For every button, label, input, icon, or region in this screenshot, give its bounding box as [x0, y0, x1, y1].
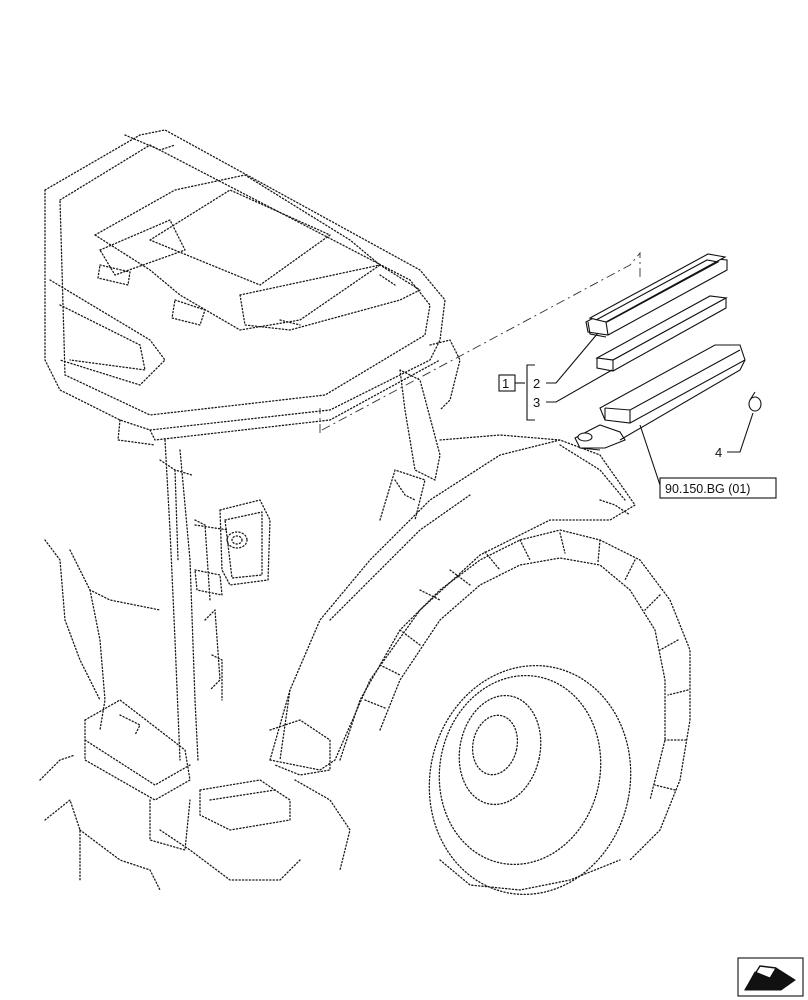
reference-box [659, 477, 777, 499]
callout-4: 4 [715, 445, 722, 460]
reference-link[interactable]: 90.150.BG (01) [665, 482, 750, 496]
cab-roof [44, 129, 446, 446]
callout-1: 1 [502, 376, 509, 391]
callout-2: 2 [533, 376, 540, 391]
rear-fender [269, 434, 636, 771]
hidden-edge-line [319, 251, 641, 433]
housing-part [574, 344, 746, 451]
cab-body [39, 339, 461, 881]
part-4-cap [748, 391, 762, 412]
side-mirror [194, 499, 271, 596]
arrow-nav-icon[interactable] [737, 957, 804, 997]
callout-3: 3 [533, 395, 540, 410]
callout-lines [498, 332, 777, 499]
rear-tire [339, 529, 691, 896]
part-3-filter [595, 295, 728, 372]
part-2-tray [585, 253, 728, 338]
toolbox [79, 699, 351, 891]
